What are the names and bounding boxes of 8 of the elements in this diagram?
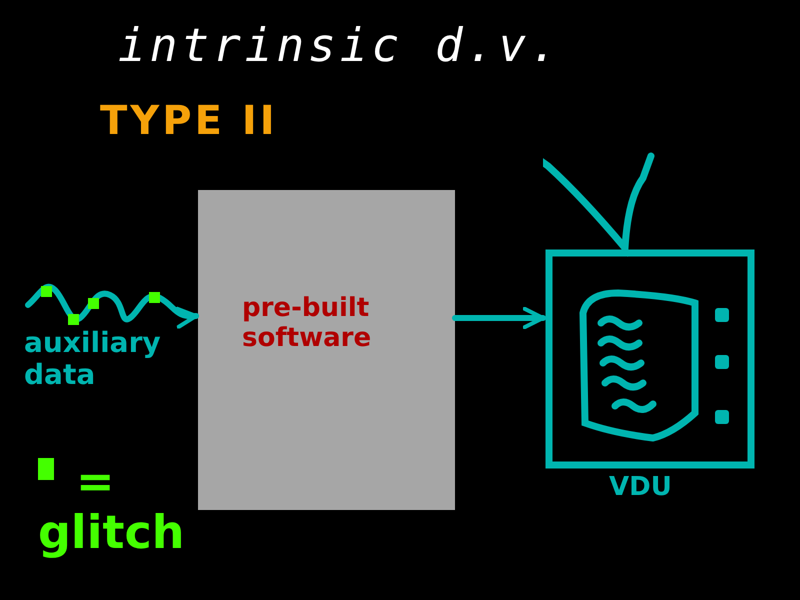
node-label: pre-built software (242, 294, 372, 354)
arrow (452, 306, 546, 330)
node-label: VDU (609, 473, 672, 503)
legend-label: = glitch (38, 456, 186, 558)
process-box (198, 190, 455, 510)
diagram-title: intrinsic d.v. (118, 18, 562, 72)
node-label: auxiliary data (24, 327, 162, 392)
type-label: TYPE II (100, 98, 278, 144)
